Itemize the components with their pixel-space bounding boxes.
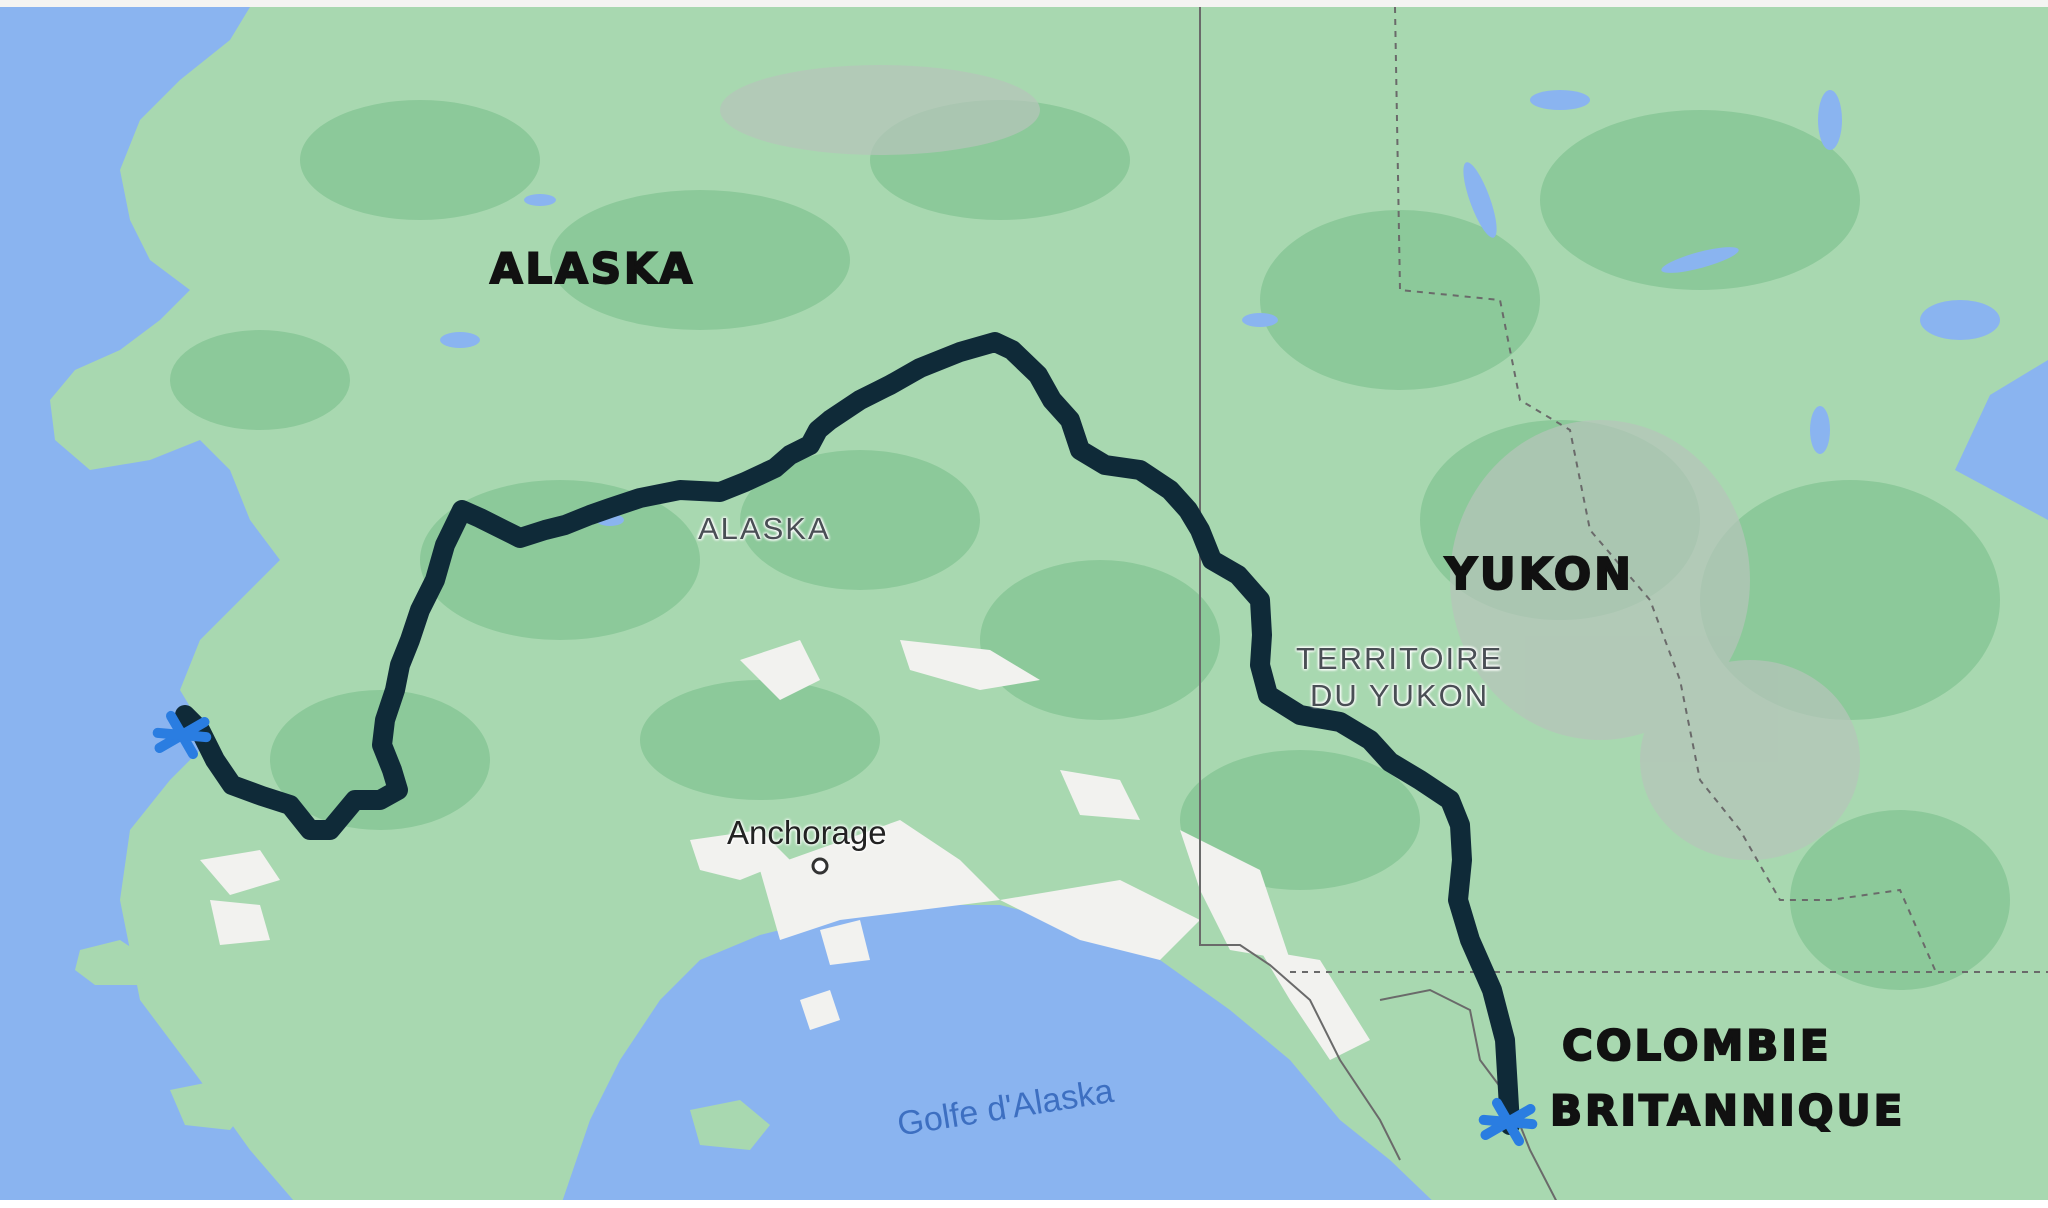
region-label-bc-line1: COLOMBIE: [1561, 1021, 1832, 1070]
lakes: [440, 90, 2000, 526]
mountain-shading: [720, 65, 1860, 860]
region-label-yukon: YUKON: [1444, 549, 1634, 600]
top-strip: [0, 0, 2048, 7]
land-island-2: [170, 1080, 250, 1130]
land-island-1: [75, 940, 150, 985]
city-label-anchorage[interactable]: Anchorage: [727, 814, 887, 851]
forest-patches: [170, 100, 2010, 990]
border-alaska-canada: [1199, 7, 1401, 1161]
plane-icon: [152, 710, 212, 760]
anchorage-marker[interactable]: [811, 857, 829, 875]
border-yukon-nwt: [1394, 6, 1936, 971]
land-peninsula: [300, 935, 620, 1208]
map-label-alaska: ALASKA: [698, 511, 831, 546]
land-island-3: [690, 1100, 770, 1150]
region-label-bc-line2: BRITANNIQUE: [1549, 1086, 1906, 1135]
map-label-yukon-line2: DU YUKON: [1310, 678, 1490, 714]
region-label-alaska: ALASKA: [489, 244, 696, 293]
glaciers: [200, 640, 1370, 1060]
border-panhandle: [1379, 988, 1561, 1208]
map-label-yukon: TERRITOIRE DU YUKON: [1296, 640, 1503, 714]
map-label-yukon-line1: TERRITOIRE: [1296, 641, 1504, 676]
plane-icon: [1478, 1097, 1538, 1147]
bottom-strip: [0, 1200, 2048, 1208]
route-line: [175, 332, 1520, 1135]
borders: [1199, 6, 2048, 1208]
